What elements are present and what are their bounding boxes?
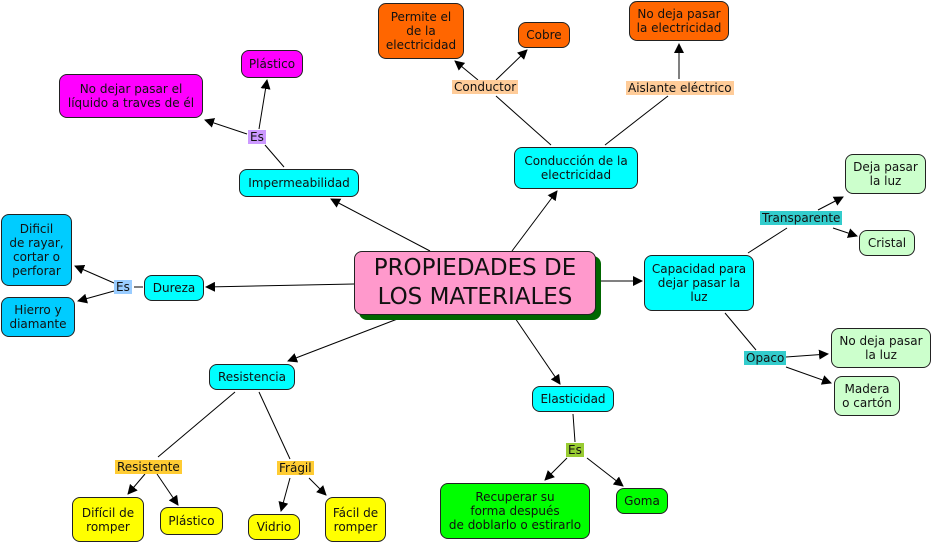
- link-resistente: Resistente: [115, 460, 182, 474]
- node-madera-carton[interactable]: Madera o cartón: [834, 376, 900, 416]
- node-permite-electricidad[interactable]: Permite el de la electricidad: [378, 3, 464, 59]
- node-recuperar-forma[interactable]: Recuperar su forma después de doblarlo o…: [440, 483, 590, 539]
- node-vidrio[interactable]: Vidrio: [248, 514, 300, 540]
- node-cristal[interactable]: Cristal: [859, 230, 915, 256]
- node-dificil-rayar[interactable]: Dificil de rayar, cortar o perforar: [1, 214, 72, 286]
- node-resistencia[interactable]: Resistencia: [209, 364, 295, 390]
- link-es-impermeabilidad: Es: [248, 130, 266, 144]
- link-opaco: Opaco: [744, 351, 787, 365]
- node-facil-romper[interactable]: Fácil de romper: [325, 497, 386, 542]
- node-goma[interactable]: Goma: [616, 488, 668, 514]
- node-plastico-impermeable[interactable]: Plástico: [241, 50, 303, 78]
- node-conduccion[interactable]: Conducción de la electricidad: [514, 147, 638, 189]
- node-deja-pasar-luz[interactable]: Deja pasar la luz: [845, 154, 926, 194]
- node-hierro-diamante[interactable]: Hierro y diamante: [1, 297, 75, 337]
- node-no-dejar-liquido[interactable]: No dejar pasar el líquido a traves de él: [59, 74, 203, 118]
- node-impermeabilidad[interactable]: Impermeabilidad: [239, 169, 359, 197]
- link-conductor: Conductor: [452, 80, 519, 94]
- link-aislante: Aislante eléctrico: [626, 81, 734, 95]
- central-concept[interactable]: PROPIEDADES DE LOS MATERIALES: [354, 251, 596, 315]
- link-transparente: Transparente: [760, 211, 843, 225]
- node-capacidad-luz[interactable]: Capacidad para dejar pasar la luz: [644, 255, 754, 311]
- link-es-elasticidad: Es: [566, 443, 584, 457]
- node-dureza[interactable]: Dureza: [144, 275, 204, 301]
- link-fragil: Frágil: [277, 461, 314, 475]
- node-plastico-resistente[interactable]: Plástico: [160, 507, 223, 535]
- node-elasticidad[interactable]: Elasticidad: [532, 386, 614, 412]
- node-dificil-romper[interactable]: Difícil de romper: [72, 497, 144, 542]
- node-no-deja-electricidad[interactable]: No deja pasar la electricidad: [629, 1, 729, 41]
- link-es-dureza: Es: [114, 280, 132, 294]
- node-cobre[interactable]: Cobre: [518, 22, 570, 48]
- node-no-deja-luz[interactable]: No deja pasar la luz: [831, 328, 931, 368]
